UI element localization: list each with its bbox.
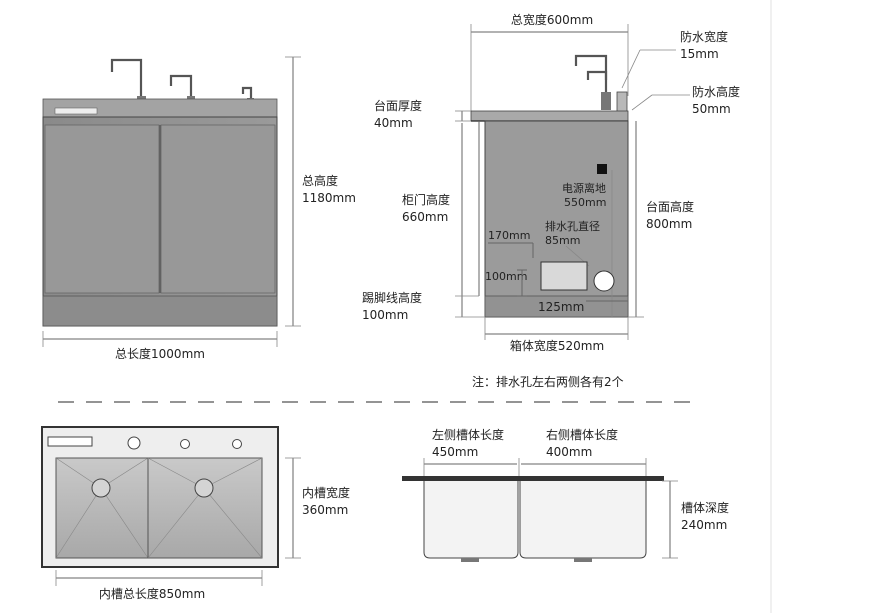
drain-width-label: 170mm bbox=[488, 229, 530, 242]
side-countertop bbox=[470, 110, 629, 122]
side-faucet-second bbox=[586, 70, 608, 80]
left-bowl-section bbox=[423, 481, 519, 559]
inner-width-value: 360mm bbox=[302, 503, 348, 517]
right-basin-fold-2 bbox=[203, 457, 263, 489]
left-basin-drain bbox=[91, 478, 111, 498]
left-basin-fold-3 bbox=[55, 487, 102, 559]
waterproof-splash bbox=[616, 91, 628, 113]
side-faucet-main bbox=[574, 54, 608, 96]
side-view: 总宽度600mm 电源离地 550mm 排水孔直径 85mm 170mm 100… bbox=[362, 12, 740, 353]
drain-hole bbox=[593, 270, 615, 292]
left-basin bbox=[55, 457, 149, 559]
right-basin-drain bbox=[194, 478, 214, 498]
right-basin-fold-3 bbox=[147, 487, 205, 559]
faucet-hole-1 bbox=[127, 436, 141, 450]
second-faucet bbox=[169, 74, 193, 98]
right-cabinet-door bbox=[160, 124, 276, 294]
right-basin bbox=[147, 457, 263, 559]
right-bowl-section bbox=[519, 481, 647, 559]
soap-dispenser bbox=[241, 86, 253, 100]
waterproof-height-label: 防水高度 bbox=[692, 84, 740, 99]
side-faucet-base bbox=[601, 92, 611, 110]
counter-thickness-value: 40mm bbox=[374, 116, 413, 130]
front-view: 总高度 1180mm 总长度1000mm bbox=[42, 56, 356, 361]
front-kickboard bbox=[42, 295, 278, 327]
right-basin-fold-1 bbox=[147, 457, 205, 489]
left-basin-fold-4 bbox=[100, 487, 149, 559]
counter-height-value: 800mm bbox=[646, 217, 692, 231]
kick-height-label: 踢脚线高度 bbox=[362, 290, 422, 305]
door-height-value: 660mm bbox=[402, 210, 448, 224]
front-drain-board bbox=[54, 107, 98, 115]
waterproof-width-label: 防水宽度 bbox=[680, 29, 728, 44]
left-cabinet-door bbox=[44, 124, 160, 294]
top-drain-board bbox=[47, 436, 93, 447]
left-bowl-value: 450mm bbox=[432, 445, 478, 459]
waterproof-width-leader-2 bbox=[621, 49, 641, 89]
power-label: 电源离地 bbox=[562, 181, 606, 195]
inner-length-label: 内槽总长度850mm bbox=[99, 586, 205, 601]
drain-diameter-label: 排水孔直径 bbox=[545, 219, 600, 233]
box-width-label: 箱体宽度520mm bbox=[510, 338, 604, 353]
drain-note: 注：排水孔左右两侧各有2个 bbox=[472, 374, 624, 389]
total-width-label: 总宽度600mm bbox=[511, 12, 593, 27]
drain-offset-label: 125mm bbox=[538, 300, 584, 314]
section-counter-slab bbox=[402, 476, 664, 481]
drain-diameter-value: 85mm bbox=[545, 234, 580, 247]
right-bowl-outlet bbox=[574, 558, 592, 562]
faucet-hole-2 bbox=[180, 439, 190, 449]
left-bowl-label: 左侧槽体长度 bbox=[432, 427, 504, 442]
faucet-hole-3 bbox=[232, 439, 242, 449]
waterproof-height-leader-2 bbox=[631, 94, 653, 111]
drain-box bbox=[540, 261, 588, 291]
right-bowl-value: 400mm bbox=[546, 445, 592, 459]
total-height-value: 1180mm bbox=[302, 191, 356, 205]
counter-thickness-label: 台面厚度 bbox=[374, 98, 422, 113]
waterproof-height-value: 50mm bbox=[692, 102, 731, 116]
drain-height-label: 100mm bbox=[485, 270, 527, 283]
counter-height-label: 台面高度 bbox=[646, 199, 694, 214]
section-view: 左侧槽体长度 450mm 右侧槽体长度 400mm 槽体深度 240mm bbox=[402, 427, 729, 562]
total-length-label: 总长度1000mm bbox=[115, 346, 205, 361]
main-faucet bbox=[110, 58, 143, 98]
power-socket bbox=[597, 164, 607, 174]
top-view: 内槽宽度 360mm 内槽总长度850mm bbox=[41, 426, 350, 601]
bowl-depth-value: 240mm bbox=[681, 518, 727, 532]
power-value: 550mm bbox=[564, 196, 606, 209]
right-bowl-label: 右侧槽体长度 bbox=[546, 427, 618, 442]
right-basin-fold-4 bbox=[203, 487, 263, 559]
inner-width-label: 内槽宽度 bbox=[302, 485, 350, 500]
left-bowl-outlet bbox=[461, 558, 479, 562]
bowl-depth-label: 槽体深度 bbox=[681, 500, 729, 515]
total-height-label: 总高度 bbox=[302, 173, 338, 188]
kick-height-value: 100mm bbox=[362, 308, 408, 322]
waterproof-width-value: 15mm bbox=[680, 47, 719, 61]
door-height-label: 柜门高度 bbox=[402, 192, 450, 207]
